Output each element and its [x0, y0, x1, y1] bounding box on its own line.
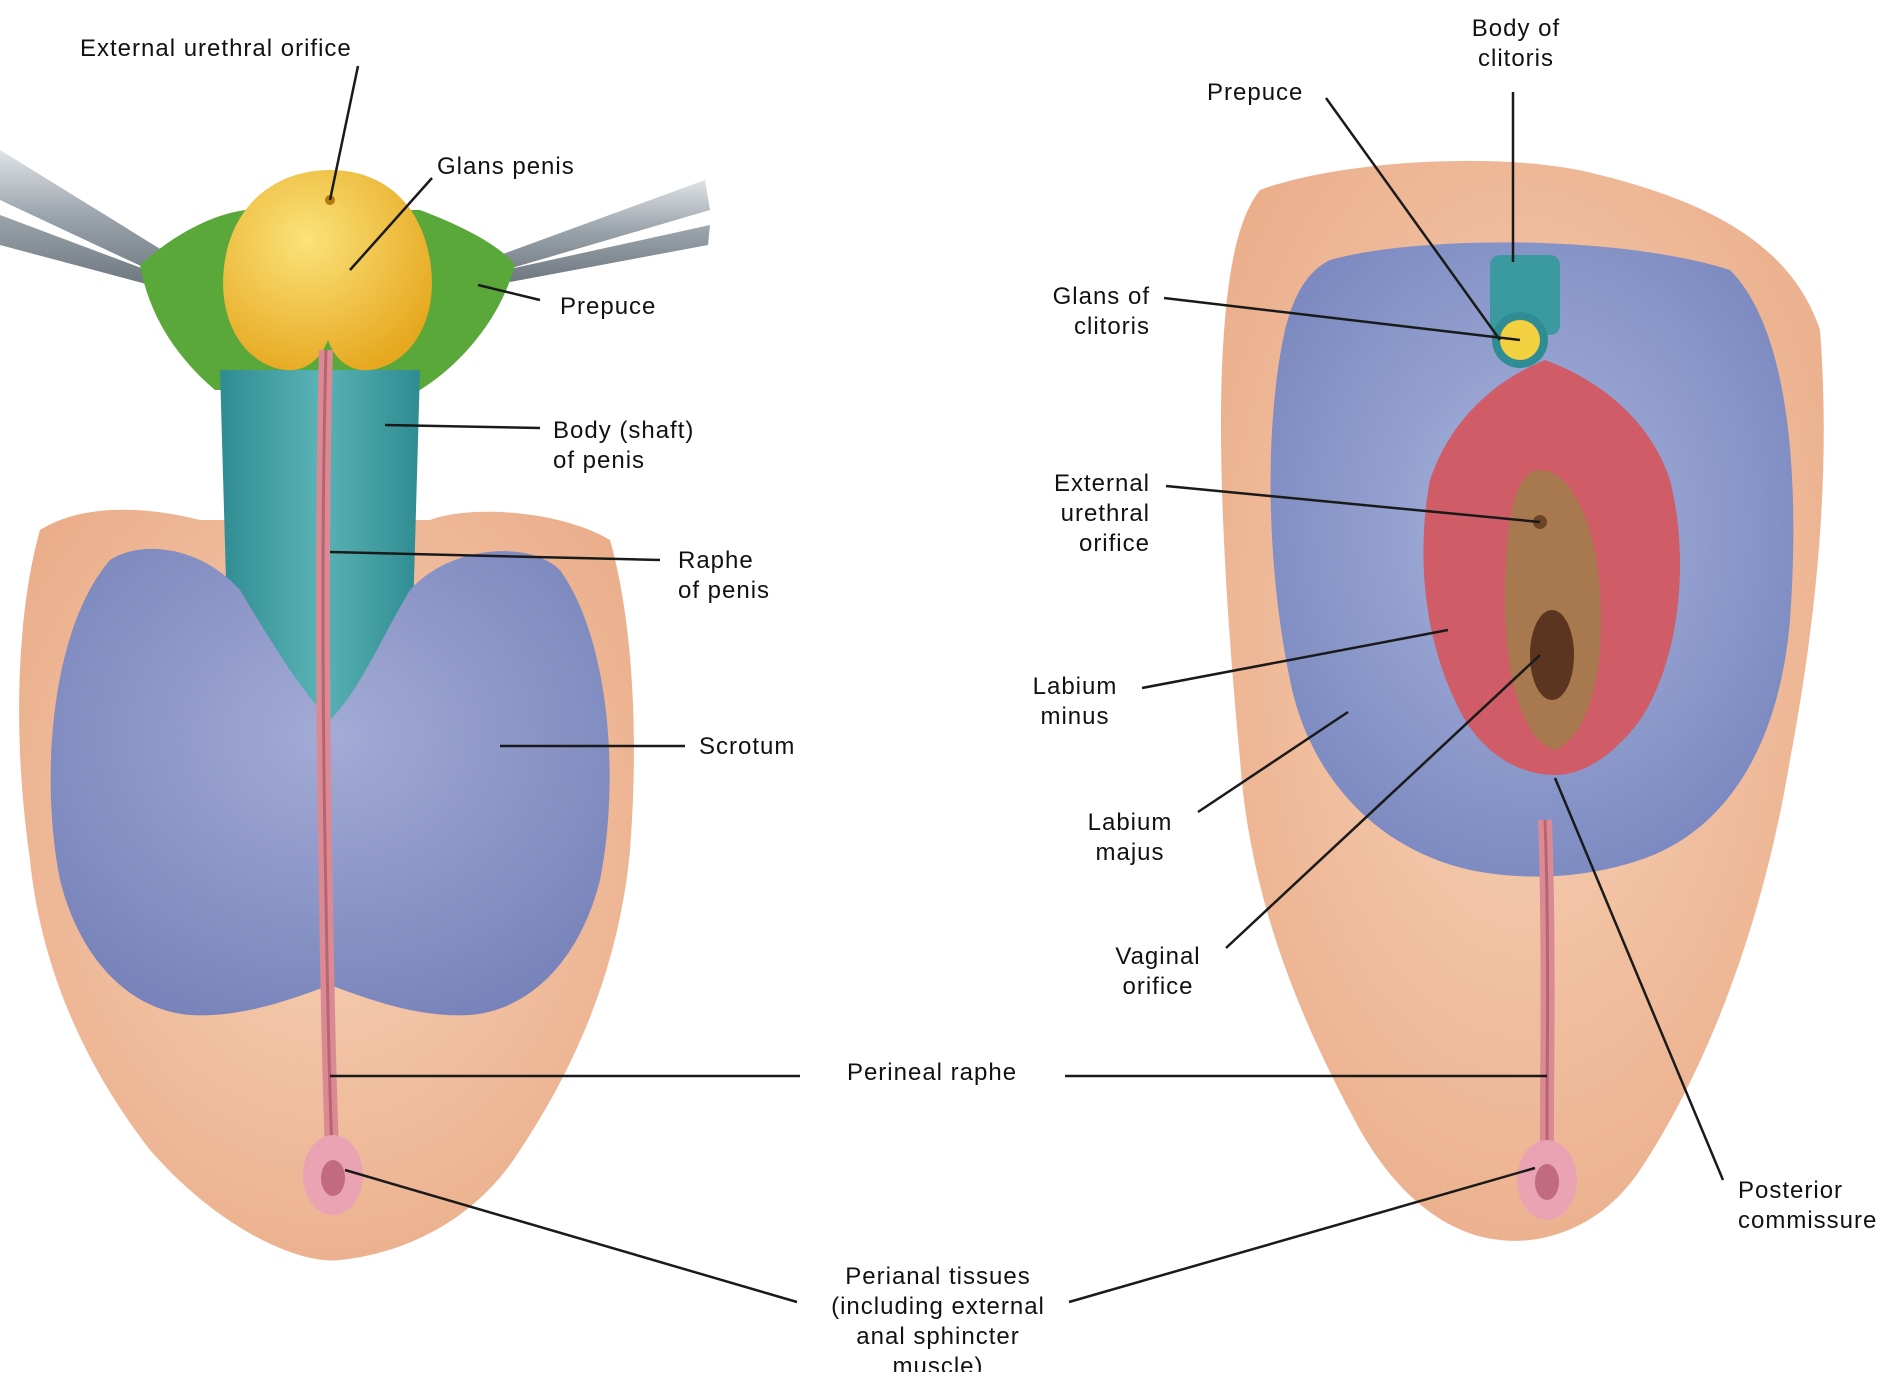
label-vaginal-orifice: Vaginal orifice [1098, 942, 1218, 1002]
label-line: Prepuce [560, 292, 656, 322]
label-line: Scrotum [699, 732, 795, 762]
label-line: Glans of [1020, 282, 1150, 312]
label-perineal-raphe: Perineal raphe [812, 1058, 1052, 1088]
label-line: Raphe [678, 546, 770, 576]
label-line: urethral [1010, 499, 1150, 529]
label-line: External [1010, 469, 1150, 499]
leader-perianal-right [1069, 1168, 1535, 1302]
label-line: majus [1070, 838, 1190, 868]
label-scrotum: Scrotum [699, 732, 795, 762]
label-line: Body of [1456, 14, 1576, 44]
label-line: orifice [1010, 529, 1150, 559]
label-line: Vaginal [1098, 942, 1218, 972]
label-line: clitoris [1020, 312, 1150, 342]
label-line: Labium [1015, 672, 1135, 702]
label-body-of-clitoris: Body of clitoris [1456, 14, 1576, 74]
female-anus-inner [1535, 1164, 1559, 1200]
label-male-external-urethral-orifice: External urethral orifice [80, 34, 352, 64]
right-forceps [500, 180, 710, 282]
label-line: Perineal raphe [812, 1058, 1052, 1088]
label-line: External urethral orifice [80, 34, 352, 64]
label-glans-of-clitoris: Glans of clitoris [1020, 282, 1150, 342]
label-line: clitoris [1456, 44, 1576, 74]
label-line: minus [1015, 702, 1135, 732]
label-perianal-tissues: Perianal tissues (including external ana… [788, 1262, 1088, 1372]
label-line: Perianal tissues [788, 1262, 1088, 1292]
label-line: of penis [553, 446, 694, 476]
vaginal-opening [1530, 610, 1574, 700]
label-line: commissure [1738, 1206, 1877, 1236]
label-line: muscle) [788, 1352, 1088, 1372]
label-raphe-of-penis: Raphe of penis [678, 546, 770, 606]
label-line: Labium [1070, 808, 1190, 838]
label-line: anal sphincter [788, 1322, 1088, 1352]
label-female-external-urethral-orifice: External urethral orifice [1010, 469, 1150, 559]
male-anus-inner [321, 1160, 345, 1196]
label-line: (including external [788, 1292, 1088, 1322]
label-line: orifice [1098, 972, 1218, 1002]
label-body-shaft-of-penis: Body (shaft) of penis [553, 416, 694, 476]
label-male-prepuce: Prepuce [560, 292, 656, 322]
label-labium-minus: Labium minus [1015, 672, 1135, 732]
label-labium-majus: Labium majus [1070, 808, 1190, 868]
label-female-prepuce: Prepuce [1207, 78, 1303, 108]
female-illustration [1221, 161, 1824, 1241]
label-line: of penis [678, 576, 770, 606]
label-glans-penis: Glans penis [437, 152, 575, 182]
label-line: Posterior [1738, 1176, 1877, 1206]
label-line: Glans penis [437, 152, 575, 182]
label-posterior-commissure: Posterior commissure [1738, 1176, 1877, 1236]
label-line: Body (shaft) [553, 416, 694, 446]
label-line: Prepuce [1207, 78, 1303, 108]
